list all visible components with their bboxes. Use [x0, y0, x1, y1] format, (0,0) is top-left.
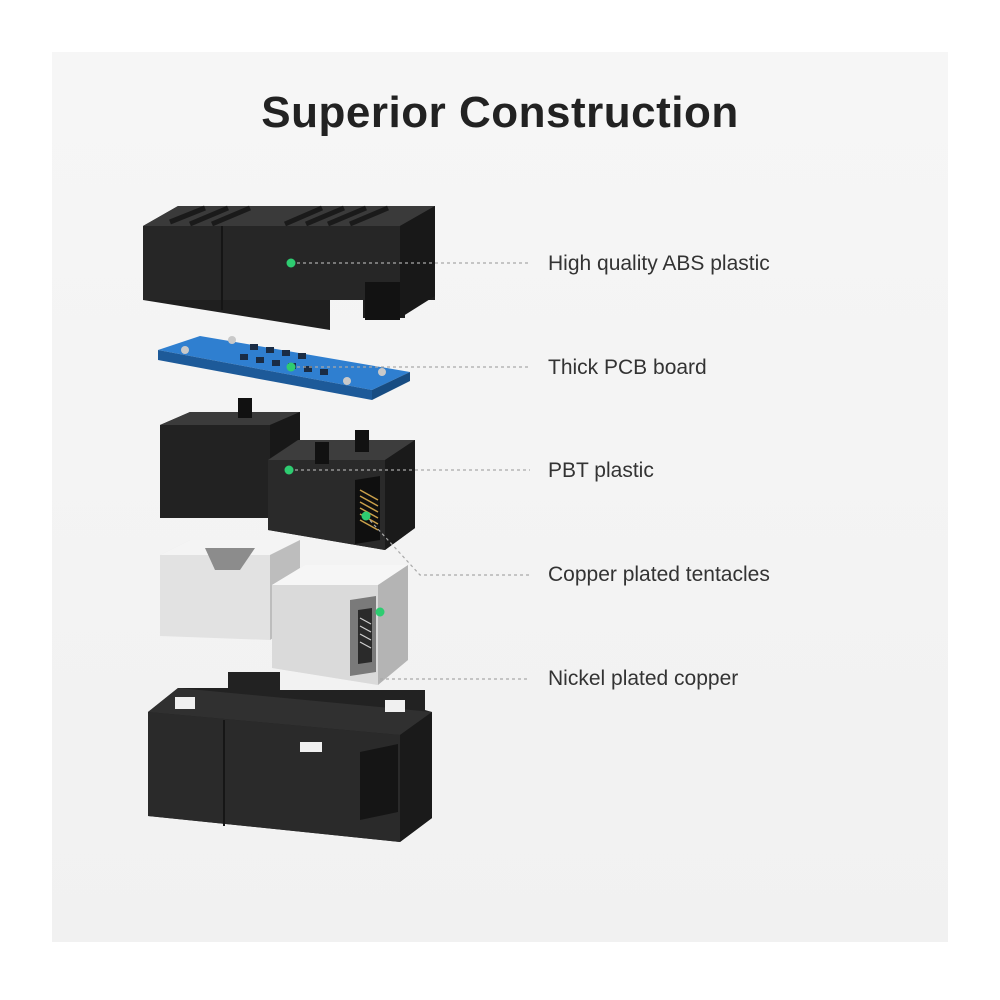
- pcb-board-illustration: [158, 336, 410, 400]
- label-pcb-board: Thick PCB board: [548, 356, 707, 379]
- marker-dot-nickel: [375, 607, 385, 617]
- top-shell-illustration: [143, 205, 435, 330]
- marker-dot-abs: [286, 258, 296, 268]
- metal-shield-illustration: [160, 540, 408, 685]
- leader-line-copper: [365, 515, 530, 576]
- label-pbt-plastic: PBT plastic: [548, 459, 654, 482]
- marker-dot-copper: [361, 511, 371, 521]
- marker-dot-pbt: [284, 465, 294, 475]
- label-nickel-copper: Nickel plated copper: [548, 667, 739, 690]
- label-copper-tentacles: Copper plated tentacles: [548, 563, 770, 586]
- marker-dot-pcb: [286, 362, 296, 372]
- page-title: Superior Construction: [261, 88, 739, 137]
- label-abs-plastic: High quality ABS plastic: [548, 252, 770, 275]
- bottom-shell-illustration: [148, 672, 432, 842]
- pbt-housing-illustration: [160, 398, 415, 550]
